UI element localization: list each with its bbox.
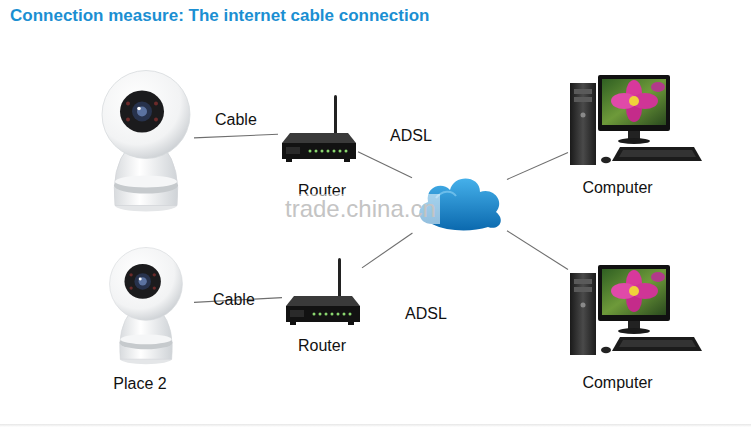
router-illustration bbox=[282, 258, 362, 333]
camera-shape bbox=[110, 247, 183, 364]
router-node: Router bbox=[278, 95, 358, 170]
edge-label: Cable bbox=[213, 291, 255, 309]
node-label: Place 2 bbox=[113, 375, 166, 393]
node-label: Router bbox=[298, 337, 346, 355]
watermark: trade.china.cn bbox=[281, 194, 440, 224]
diagram-title: Connection measure: The internet cable c… bbox=[10, 6, 429, 26]
computer-shape bbox=[570, 75, 702, 165]
footer-rule bbox=[0, 424, 751, 427]
network-cable bbox=[507, 152, 568, 179]
router-illustration bbox=[278, 95, 358, 170]
camera-node: Place 2 bbox=[98, 245, 194, 365]
node-label: Computer bbox=[582, 179, 652, 197]
network-cable bbox=[362, 233, 412, 268]
camera-node bbox=[98, 66, 194, 214]
router-shape bbox=[282, 95, 356, 162]
camera-illustration bbox=[98, 66, 194, 214]
edge-label: ADSL bbox=[390, 127, 432, 145]
computer-illustration bbox=[568, 75, 703, 170]
camera-illustration bbox=[98, 245, 194, 365]
network-cable bbox=[507, 231, 568, 270]
node-label: Computer bbox=[582, 374, 652, 392]
edge-label: ADSL bbox=[405, 305, 447, 323]
computer-node: Computer bbox=[568, 265, 703, 360]
camera-shape bbox=[102, 71, 190, 212]
router-node: Router bbox=[282, 258, 362, 333]
network-cable bbox=[358, 152, 412, 178]
computer-illustration bbox=[568, 265, 703, 360]
router-shape bbox=[286, 258, 360, 325]
computer-node: Computer bbox=[568, 75, 703, 170]
network-cable bbox=[194, 134, 278, 138]
edge-label: Cable bbox=[215, 111, 257, 129]
computer-shape bbox=[570, 265, 702, 355]
